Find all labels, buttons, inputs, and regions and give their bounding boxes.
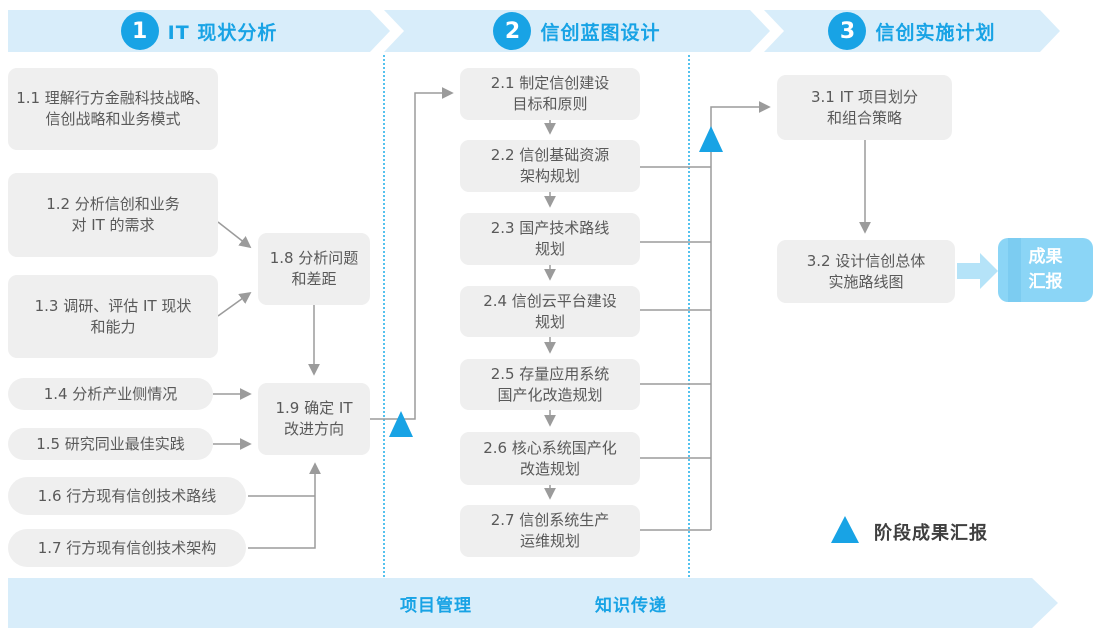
phase-1-number-badge: 1 bbox=[121, 12, 159, 50]
milestone-triangle-phase1-icon bbox=[389, 411, 413, 437]
phase-band-2: 2 信创蓝图设计 bbox=[384, 10, 770, 52]
box-2-3: 2.3 国产技术路线 规划 bbox=[460, 213, 640, 265]
box-1-2: 1.2 分析信创和业务 对 IT 的需求 bbox=[8, 173, 218, 257]
result-report-box: 成果 汇报 bbox=[998, 238, 1093, 302]
result-arrow-head bbox=[980, 253, 998, 289]
legend-triangle-icon bbox=[831, 516, 859, 543]
box-3-2: 3.2 设计信创总体 实施路线图 bbox=[777, 240, 955, 303]
box-3-1: 3.1 IT 项目划分 和组合策略 bbox=[777, 75, 952, 140]
box-1-8: 1.8 分析问题 和差距 bbox=[258, 233, 370, 305]
phase-3-number-badge: 3 bbox=[828, 12, 866, 50]
result-arrow-shaft bbox=[957, 263, 981, 279]
phase-divider-1 bbox=[383, 55, 385, 577]
box-1-1: 1.1 理解行方金融科技战略、 信创战略和业务模式 bbox=[8, 68, 218, 150]
box-1-4: 1.4 分析产业侧情况 bbox=[8, 378, 213, 410]
phase-3-title: 信创实施计划 bbox=[875, 21, 996, 44]
box-2-5: 2.5 存量应用系统 国产化改造规划 bbox=[460, 359, 640, 410]
footer-item-knowledge-transfer: 知识传递 bbox=[595, 595, 667, 616]
box-2-4: 2.4 信创云平台建设 规划 bbox=[460, 286, 640, 337]
box-2-6: 2.6 核心系统国产化 改造规划 bbox=[460, 432, 640, 485]
box-1-7: 1.7 行方现有信创技术架构 bbox=[8, 529, 246, 567]
phase-band-1: 1 IT 现状分析 bbox=[8, 10, 390, 52]
phase-band-3: 3 信创实施计划 bbox=[764, 10, 1060, 52]
result-report-label: 成果 汇报 bbox=[1028, 247, 1063, 292]
phase-2-number-badge: 2 bbox=[493, 12, 531, 50]
footer-band: 项目管理 知识传递 bbox=[8, 578, 1058, 628]
box-1-9: 1.9 确定 IT 改进方向 bbox=[258, 383, 370, 455]
box-1-6: 1.6 行方现有信创技术路线 bbox=[8, 477, 246, 515]
box-1-5: 1.5 研究同业最佳实践 bbox=[8, 428, 213, 460]
footer-item-project-management: 项目管理 bbox=[400, 595, 472, 616]
box-2-2: 2.2 信创基础资源 架构规划 bbox=[460, 140, 640, 192]
legend-label: 阶段成果汇报 bbox=[874, 523, 988, 544]
phase-1-title: IT 现状分析 bbox=[167, 21, 278, 44]
milestone-triangle-phase2-icon bbox=[699, 126, 723, 152]
phase-divider-2 bbox=[688, 55, 690, 577]
box-2-7: 2.7 信创系统生产 运维规划 bbox=[460, 505, 640, 557]
result-arrow bbox=[957, 253, 998, 289]
box-1-3: 1.3 调研、评估 IT 现状 和能力 bbox=[8, 275, 218, 358]
phase-2-title: 信创蓝图设计 bbox=[540, 21, 661, 44]
box-2-1: 2.1 制定信创建设 目标和原则 bbox=[460, 68, 640, 120]
